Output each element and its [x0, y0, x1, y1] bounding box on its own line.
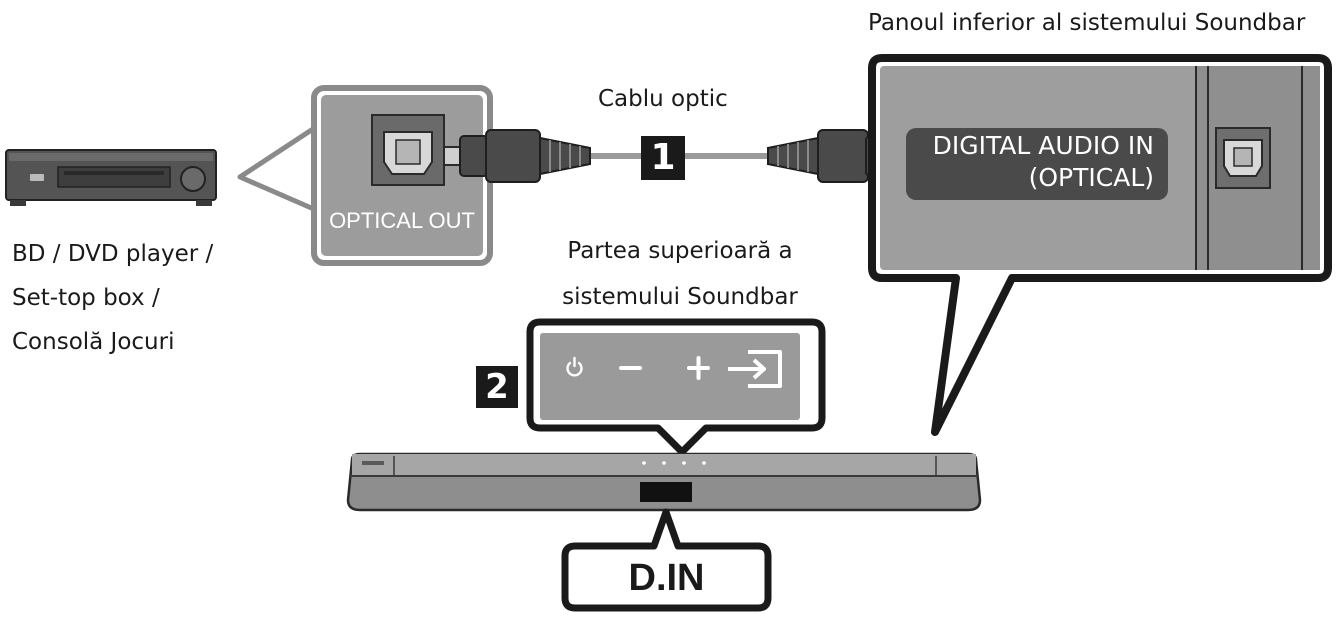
optical-out-callout-pointer: [237, 124, 318, 213]
d-in-port: [640, 482, 692, 502]
digital-audio-in-label: DIGITAL AUDIO IN (OPTICAL): [906, 130, 1154, 194]
digital-audio-in-port: [1215, 127, 1271, 189]
source-device-label-3: Consolă Jocuri: [12, 329, 175, 355]
top-panel-title-line2: sistemului Soundbar: [562, 284, 798, 310]
soundbar-top-panel: [526, 318, 826, 456]
optical-out-port: [371, 114, 445, 186]
digital-audio-in-line1: DIGITAL AUDIO IN: [932, 131, 1154, 160]
source-device-label-2: Set-top box /: [12, 285, 160, 311]
step-badge-2-bg: [476, 366, 518, 408]
optical-out-label: OPTICAL OUT: [329, 208, 475, 233]
step-badge-1: 1: [650, 137, 676, 178]
source-input-icon: [728, 350, 782, 388]
soundbar-body: [346, 452, 982, 512]
step-badge-2: 2: [485, 367, 509, 407]
bd-player-device: [5, 149, 217, 206]
cable-label: Cablu optic: [598, 86, 728, 112]
power-icon: [566, 356, 583, 377]
top-panel-title: Partea superioară a sistemului Soundbar: [520, 228, 840, 320]
soundbar-bottom-panel: [868, 54, 1332, 436]
d-in-label: D.IN: [628, 557, 705, 599]
bottom-panel-title: Panoul inferior al sistemului Soundbar: [868, 10, 1306, 36]
source-device-label-1: BD / DVD player /: [12, 241, 214, 267]
digital-audio-in-line2: (OPTICAL): [1028, 163, 1154, 192]
d-in-callout: [561, 508, 772, 612]
volume-up-icon: [687, 356, 710, 380]
optical-out-panel: [311, 85, 493, 266]
step-badge-1-bg: [641, 136, 685, 180]
top-panel-title-line1: Partea superioară a: [567, 238, 793, 264]
cable-plug-left: [443, 129, 591, 183]
